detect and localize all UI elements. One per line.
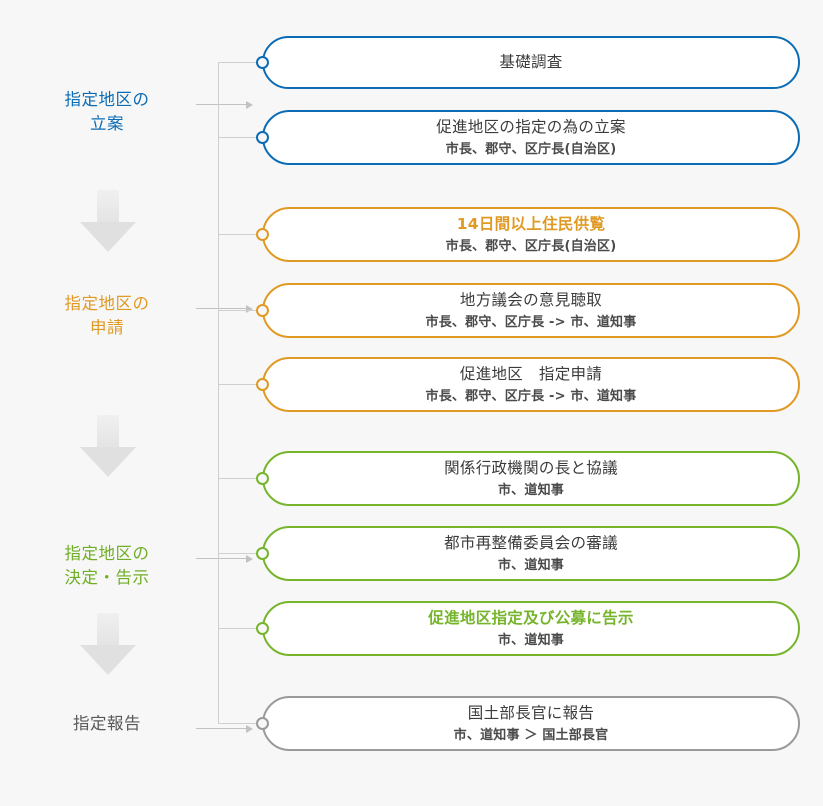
step-title: 14日間以上住民供覧: [456, 214, 606, 233]
step-title: 基礎調査: [499, 53, 563, 72]
arrow-head: [246, 100, 253, 109]
step-subtitle: 市、道知事: [497, 632, 564, 648]
arrow-shaft: [196, 558, 250, 559]
step-title: 地方議会の意見聴取: [459, 290, 603, 309]
step-node-6: [256, 472, 269, 485]
step-box-8[interactable]: 促進地区指定及び公募に告示 市、道知事: [262, 601, 800, 656]
arrow-shaft: [196, 104, 250, 105]
connector-branch: [218, 553, 264, 554]
step-box-3[interactable]: 14日間以上住民供覧 市長、郡守、区庁長(自治区): [262, 207, 800, 262]
step-title: 促進地区の指定の為の立案: [436, 117, 626, 136]
step-node-3: [256, 228, 269, 241]
step-box-6[interactable]: 関係行政機関の長と協議 市、道知事: [262, 451, 800, 506]
arrow-head: [246, 304, 253, 313]
step-subtitle: 市長、郡守、区庁長 -> 市、道知事: [425, 388, 637, 404]
step-node-1: [256, 56, 269, 69]
step-subtitle: 市、道知事: [497, 482, 564, 498]
step-node-7: [256, 547, 269, 560]
connector-branch: [218, 628, 264, 629]
connector-trunk: [218, 62, 219, 723]
arrow-stem: [97, 415, 119, 449]
step-box-1[interactable]: 基礎調査: [262, 36, 800, 89]
step-box-2[interactable]: 促進地区の指定の為の立案 市長、郡守、区庁長(自治区): [262, 110, 800, 165]
arrow-head: [246, 554, 253, 563]
arrow-shaft: [196, 728, 250, 729]
connector-branch: [218, 310, 264, 311]
step-subtitle: 市長、郡守、区庁長 -> 市、道知事: [425, 314, 637, 330]
step-node-2: [256, 131, 269, 144]
connector-branch: [218, 137, 264, 138]
transition-arrow-down-1: [80, 190, 136, 252]
arrow-stem: [97, 190, 119, 224]
connector-branch: [218, 478, 264, 479]
arrow-stem: [97, 613, 119, 647]
step-subtitle: 市長、郡守、区庁長(自治区): [445, 141, 617, 157]
step-box-7[interactable]: 都市再整備委員会の審議 市、道知事: [262, 526, 800, 581]
step-node-8: [256, 622, 269, 635]
step-box-4[interactable]: 地方議会の意見聴取 市長、郡守、区庁長 -> 市、道知事: [262, 283, 800, 338]
connector-branch: [218, 384, 264, 385]
step-node-4: [256, 304, 269, 317]
step-node-5: [256, 378, 269, 391]
arrow-head: [80, 222, 136, 252]
step-title: 促進地区 指定申請: [459, 364, 603, 383]
step-node-9: [256, 717, 269, 730]
transition-arrow-down-2: [80, 415, 136, 477]
step-subtitle: 市、道知事: [497, 557, 564, 573]
stage-label-decision: 指定地区の 決定・告示: [64, 544, 150, 587]
stage-label-report: 指定報告: [73, 714, 141, 733]
connector-branch: [218, 234, 264, 235]
step-box-5[interactable]: 促進地区 指定申請 市長、郡守、区庁長 -> 市、道知事: [262, 357, 800, 412]
step-subtitle: 市、道知事 ＞ 国土部長官: [453, 727, 609, 743]
step-title: 都市再整備委員会の審議: [444, 533, 618, 552]
transition-arrow-down-3: [80, 613, 136, 675]
arrow-head: [246, 724, 253, 733]
arrow-head: [80, 447, 136, 477]
connector-branch: [218, 62, 264, 63]
step-title: 関係行政機関の長と協議: [444, 458, 618, 477]
step-title: 促進地区指定及び公募に告示: [428, 608, 634, 627]
step-title: 国土部長官に報告: [467, 703, 595, 722]
stage-label-application: 指定地区の 申請: [64, 294, 150, 337]
stage-label-planning: 指定地区の 立案: [64, 90, 150, 133]
arrow-shaft: [196, 308, 250, 309]
arrow-head: [80, 645, 136, 675]
step-subtitle: 市長、郡守、区庁長(自治区): [445, 238, 617, 254]
connector-branch: [218, 723, 264, 724]
step-box-9[interactable]: 国土部長官に報告 市、道知事 ＞ 国土部長官: [262, 696, 800, 751]
